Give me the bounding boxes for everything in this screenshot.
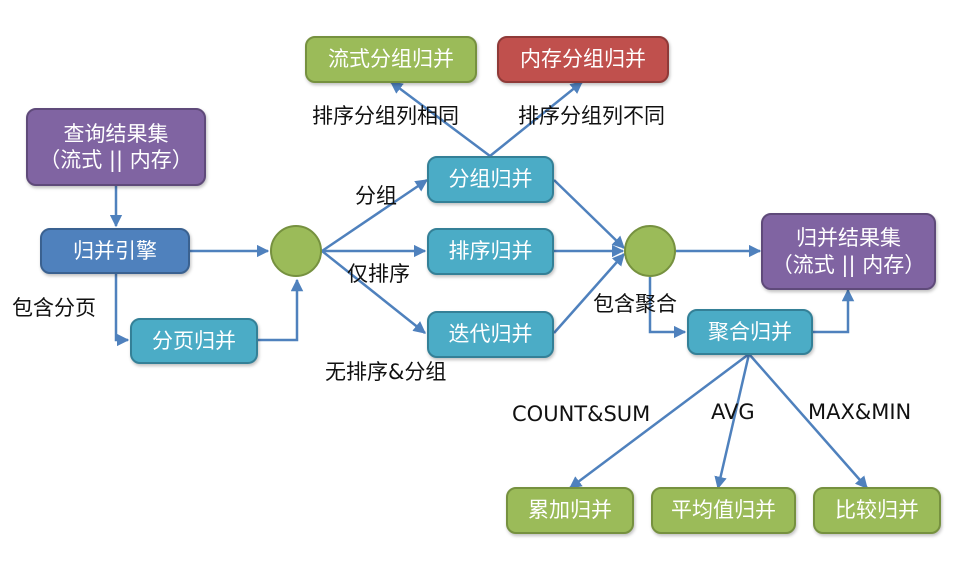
- group-merge-label: 分组归并: [448, 167, 533, 192]
- merge-result-set-node: 归并结果集 （流式 || 内存）: [761, 213, 936, 290]
- average-merge-node: 平均值归并: [651, 487, 796, 534]
- edge-label-count-sum: COUNT&SUM: [512, 402, 651, 426]
- query-result-set-node: 查询结果集 （流式 || 内存）: [26, 108, 206, 186]
- edge-circle1-to-group: [321, 178, 429, 253]
- decision-circle-1: [270, 225, 322, 277]
- edge-label-contains-aggregation: 包含聚合: [593, 292, 677, 316]
- edge-group-to-circle2: [553, 179, 625, 249]
- edge-iterator-to-circle2: [553, 253, 625, 334]
- edge-label-contains-pagination: 包含分页: [12, 296, 96, 320]
- order-merge-node: 排序归并: [427, 228, 554, 275]
- merge-result-set-title: 归并结果集: [796, 226, 901, 251]
- stream-group-merge-label: 流式分组归并: [328, 47, 454, 72]
- aggregation-merge-node: 聚合归并: [687, 309, 813, 355]
- aggregation-merge-label: 聚合归并: [708, 319, 792, 344]
- edge-label-order-only: 仅排序: [347, 262, 410, 286]
- edge-aggregation-to-average: [714, 353, 751, 490]
- edge-aggregation-to-compare: [748, 353, 868, 489]
- edge-circle2-to-aggregation: [648, 277, 687, 339]
- compare-merge-label: 比较归并: [835, 498, 919, 523]
- iterator-merge-node: 迭代归并: [427, 311, 554, 358]
- query-result-set-subtitle: （流式 || 内存）: [39, 148, 193, 172]
- accumulate-merge-label: 累加归并: [528, 498, 612, 523]
- edge-pagination-to-circle1: [258, 278, 304, 342]
- merge-engine-label: 归并引擎: [73, 238, 157, 263]
- edge-aggregation-to-result: [813, 288, 855, 334]
- decision-circle-2: [624, 225, 676, 277]
- edge-label-max-min: MAX&MIN: [808, 400, 912, 424]
- compare-merge-node: 比较归并: [813, 487, 941, 534]
- edge-aggregation-to-accumulate: [568, 352, 750, 490]
- pagination-merge-node: 分页归并: [130, 318, 258, 364]
- edge-engine-to-pagination: [114, 274, 130, 347]
- edge-label-group: 分组: [355, 184, 397, 208]
- edge-label-no-order-group: 无排序&分组: [325, 360, 447, 384]
- pagination-merge-label: 分页归并: [152, 328, 236, 353]
- query-result-set-title: 查询结果集: [63, 121, 169, 146]
- order-merge-label: 排序归并: [448, 239, 533, 264]
- edge-label-diff-columns: 排序分组列不同: [518, 104, 665, 128]
- average-merge-label: 平均值归并: [671, 498, 776, 523]
- accumulate-merge-node: 累加归并: [506, 487, 634, 534]
- edge-label-avg: AVG: [711, 400, 755, 424]
- memory-group-merge-label: 内存分组归并: [520, 47, 646, 72]
- merge-result-set-subtitle: （流式 || 内存）: [771, 252, 926, 277]
- memory-group-merge-node: 内存分组归并: [497, 36, 669, 83]
- iterator-merge-label: 迭代归并: [448, 322, 533, 347]
- edge-group-to-stream: [389, 80, 491, 158]
- edge-circle1-to-iterator: [321, 250, 426, 334]
- edge-group-to-memory: [489, 81, 583, 157]
- merge-engine-node: 归并引擎: [40, 228, 190, 274]
- group-merge-node: 分组归并: [427, 156, 554, 203]
- stream-group-merge-node: 流式分组归并: [305, 36, 477, 83]
- edge-label-same-columns: 排序分组列相同: [312, 104, 459, 128]
